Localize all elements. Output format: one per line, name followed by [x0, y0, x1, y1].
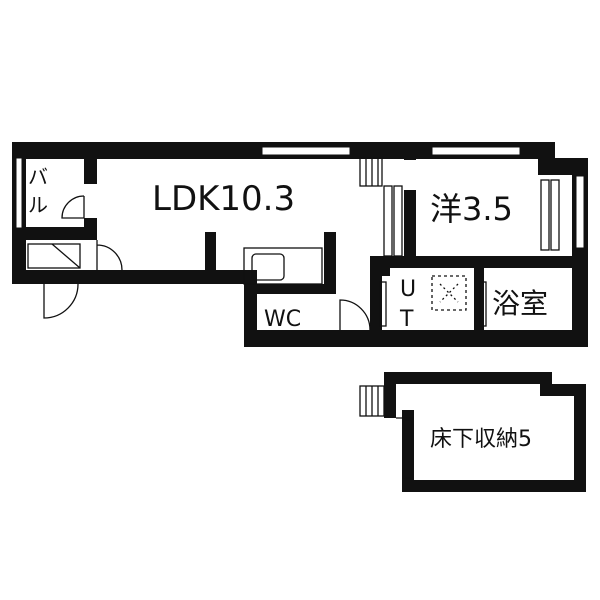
- window-group: [15, 146, 585, 249]
- ut-door: [379, 281, 387, 327]
- wc-west-wall: [244, 270, 257, 347]
- storage-label: 床下収納5: [430, 427, 532, 452]
- storage-top-wall: [384, 372, 552, 384]
- ldk-window: [261, 146, 351, 156]
- balcony-east-wall: [84, 142, 97, 184]
- kitchen-counter: [243, 247, 323, 285]
- ut-west-wall: [378, 256, 390, 276]
- utility-label-2: T: [399, 307, 414, 332]
- closet-door-1: [540, 179, 550, 251]
- kitchen-east-wall: [324, 232, 336, 294]
- ldk-western-partition: [404, 142, 416, 160]
- washer-pan: [431, 275, 467, 311]
- wc-east-wall: [370, 256, 382, 347]
- wc-label: WC: [264, 307, 301, 332]
- front-door-swing: [43, 283, 79, 319]
- washer-pan-diag-1: [439, 283, 459, 303]
- stair-box: [359, 157, 383, 187]
- entrance-door-swing: [96, 240, 123, 271]
- wc-door-swing: [339, 299, 371, 331]
- bath-door: [479, 281, 487, 327]
- entrance-step: [27, 243, 81, 269]
- closet-door-2: [550, 179, 560, 251]
- storage-bottom-wall: [402, 480, 586, 492]
- ut-bath-partition: [474, 256, 484, 347]
- ldk-label: LDK10.3: [152, 179, 295, 219]
- balcony-label-1: バ: [28, 165, 48, 189]
- fixtures: [27, 157, 560, 331]
- sliding-door-1: [383, 185, 393, 257]
- utility-label-1: U: [400, 277, 416, 302]
- kitchen-stub-wall: [205, 232, 216, 284]
- entrance-bottom-wall: [12, 270, 257, 284]
- western-window: [431, 146, 521, 156]
- right-window: [575, 175, 585, 249]
- wc-top-wall: [244, 284, 334, 294]
- storage-left-upper: [384, 372, 396, 418]
- balcony-label-2: ル: [28, 193, 48, 217]
- storage-right-wall: [574, 384, 586, 492]
- sliding-door-2: [393, 185, 403, 257]
- storage-door: [403, 419, 413, 479]
- balcony-door-swing: [61, 195, 85, 219]
- top-wall: [12, 142, 419, 159]
- balcony-partition: [12, 227, 97, 240]
- bath-label: 浴室: [492, 287, 548, 320]
- washer-pan-diag-2: [439, 283, 459, 303]
- entrance-step-diag: [51, 243, 81, 269]
- ldk-western-partition-lower: [404, 190, 416, 268]
- storage-walls: [384, 372, 586, 492]
- kitchen-sink: [251, 253, 285, 281]
- western-room-label: 洋3.5: [430, 190, 513, 228]
- balcony-window: [15, 157, 23, 229]
- balcony-east-wall-lower: [84, 218, 97, 240]
- storage-left-wall: [402, 410, 414, 492]
- bottom-wall: [244, 330, 588, 347]
- storage-fixtures: [359, 385, 414, 479]
